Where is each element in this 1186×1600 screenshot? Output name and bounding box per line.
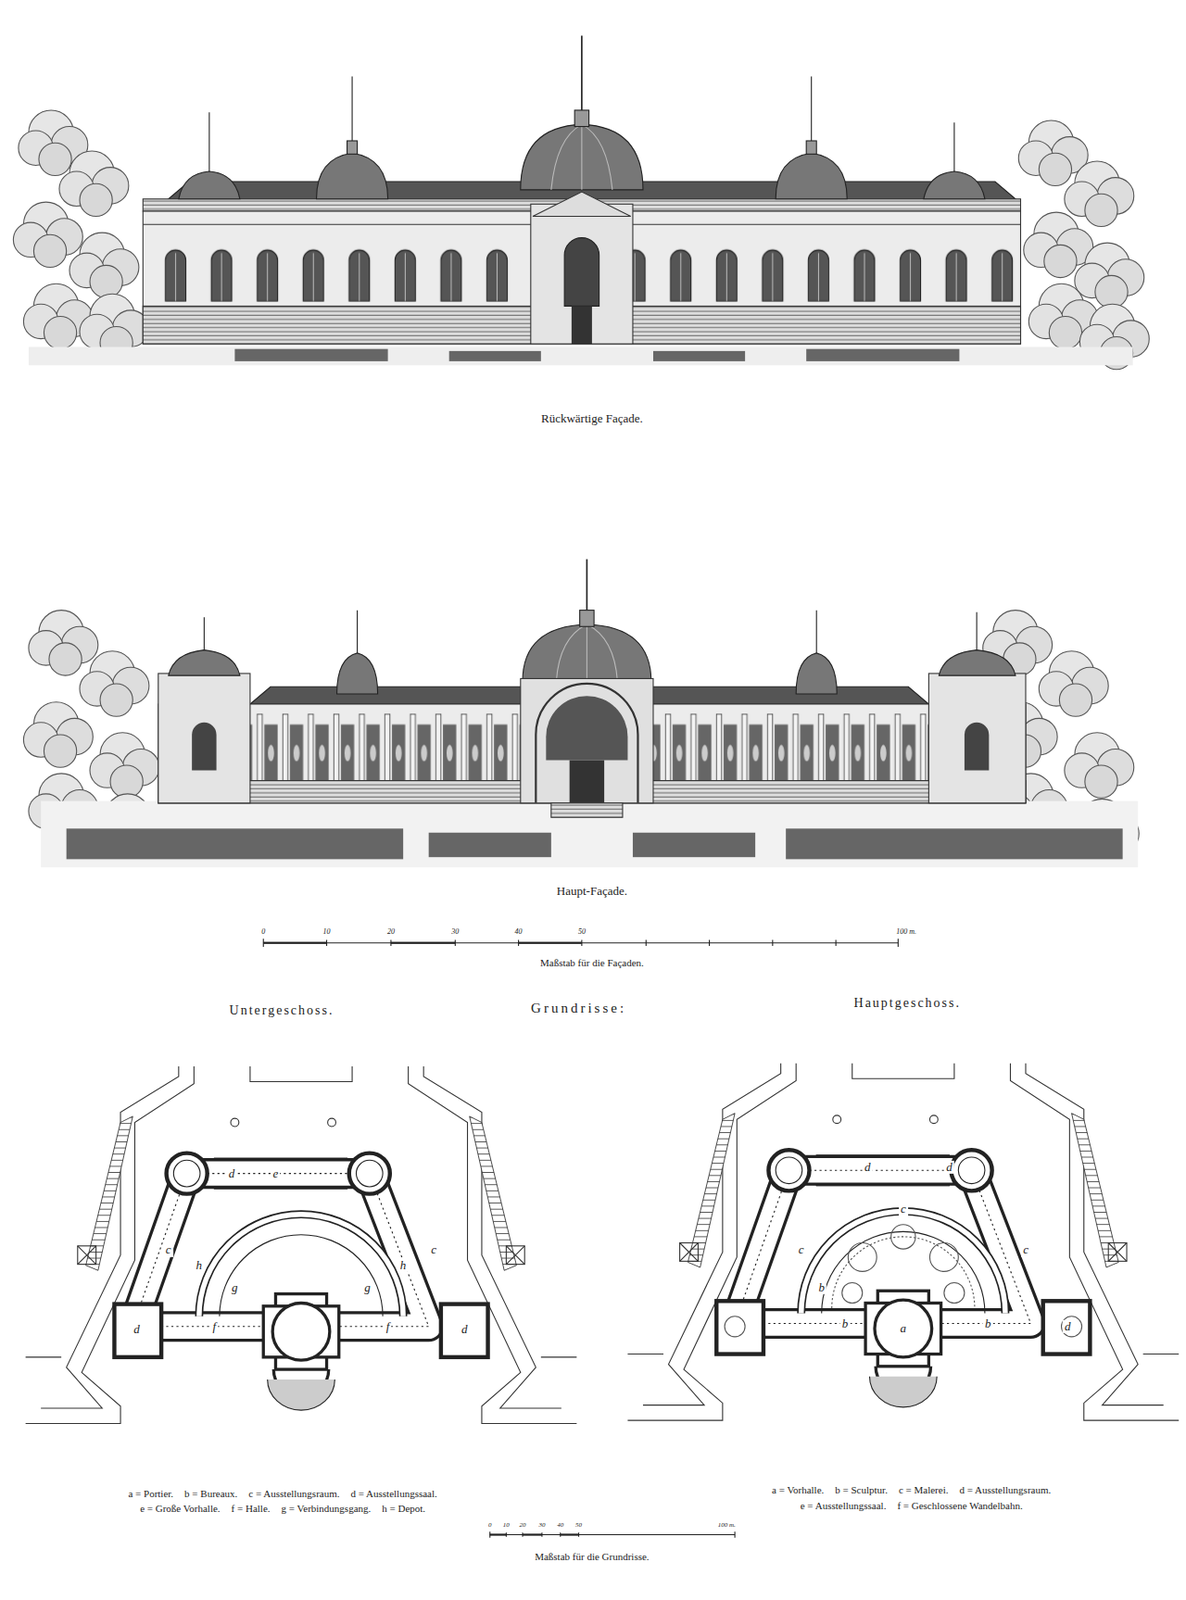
legend-entry: d = Ausstellungsraum. [958, 1484, 1051, 1496]
legend-entry: e = Ausstellungssaal. [800, 1500, 887, 1512]
room-letter: d [227, 1167, 238, 1181]
legend-entry: a = Vorhalle. [771, 1484, 824, 1496]
facade-caption: Haupt-Façade. [556, 883, 628, 897]
scale-number: 50 [578, 927, 586, 936]
scale-number: 10 [503, 1522, 510, 1530]
legend-entry: c = Malerei. [898, 1484, 949, 1496]
room-letter: d [131, 1323, 142, 1337]
scale-number: 20 [387, 927, 395, 936]
room-letter: f [211, 1320, 219, 1334]
room-letter: c [898, 1202, 909, 1216]
room-letter: h [398, 1259, 409, 1273]
room-letter: d [459, 1323, 470, 1337]
room-letter: g [229, 1281, 240, 1295]
room-letter: c [164, 1243, 174, 1257]
scale-number: 30 [538, 1522, 545, 1530]
scale-number: 50 [575, 1522, 582, 1530]
scale-number: 0 [488, 1522, 493, 1530]
scale-number: 20 [518, 1522, 526, 1530]
room-letter: h [194, 1259, 205, 1273]
room-letter: c [428, 1243, 439, 1257]
legend-line: e = Große Vorhalle. f = Halle. g = Verbind… [139, 1502, 426, 1515]
scale-number: 40 [515, 927, 523, 936]
room-letter: b [840, 1317, 851, 1331]
legend-entry: c = Ausstellungsraum. [248, 1488, 340, 1500]
legend-entry: f = Halle. [231, 1502, 271, 1515]
legend-entry: f = Geschlossene Wandelbahn. [896, 1500, 1022, 1512]
legend-entry: d = Ausstellungssaal. [351, 1488, 438, 1500]
legend-entry: e = Große Vorhalle. [139, 1502, 220, 1515]
plans-heading: Grundrisse: [530, 1000, 627, 1017]
room-letter: c [1021, 1243, 1031, 1257]
facade-caption: Rückwärtige Façade. [541, 411, 644, 425]
legend-line: e = Ausstellungssaal. f = Geschlossene Wa… [800, 1500, 1023, 1512]
scale-number: 100 m. [718, 1522, 736, 1530]
room-letter: e [271, 1167, 281, 1181]
floor-heading: Untergeschoss. [229, 1003, 335, 1018]
scale-number: 0 [261, 927, 265, 936]
scale-number: 10 [322, 927, 330, 936]
legend-entry: g = Verbindungsgang. [281, 1502, 372, 1515]
legend-entry: a = Portier. [127, 1488, 174, 1500]
scale-caption: Maßstab für die Grundrisse. [534, 1551, 649, 1563]
scale-number: 30 [451, 927, 459, 936]
room-letter: d [862, 1160, 873, 1174]
scale-caption: Maßstab für die Façaden. [540, 957, 644, 969]
room-letter: g [362, 1281, 373, 1295]
legend-line: a = Vorhalle. b = Sculptur. c = Malerei. d … [771, 1484, 1051, 1496]
legend-entry: h = Depot. [381, 1502, 426, 1515]
legend-entry: b = Bureaux. [184, 1488, 238, 1500]
room-letter: d [944, 1160, 955, 1174]
legend-line: a = Portier. b = Bureaux. c = Ausstellungs… [127, 1488, 437, 1500]
legend-entry: b = Sculptur. [834, 1484, 888, 1496]
room-letter: b [816, 1281, 827, 1295]
floor-heading: Hauptgeschoss. [854, 996, 962, 1010]
room-letter: d [1062, 1320, 1073, 1334]
room-letter: a [898, 1322, 909, 1336]
room-letter: c [796, 1243, 807, 1257]
room-letter: b [983, 1317, 994, 1331]
scale-number: 40 [556, 1522, 564, 1530]
room-letter: f [384, 1320, 392, 1334]
scale-number: 100 m. [895, 927, 917, 936]
